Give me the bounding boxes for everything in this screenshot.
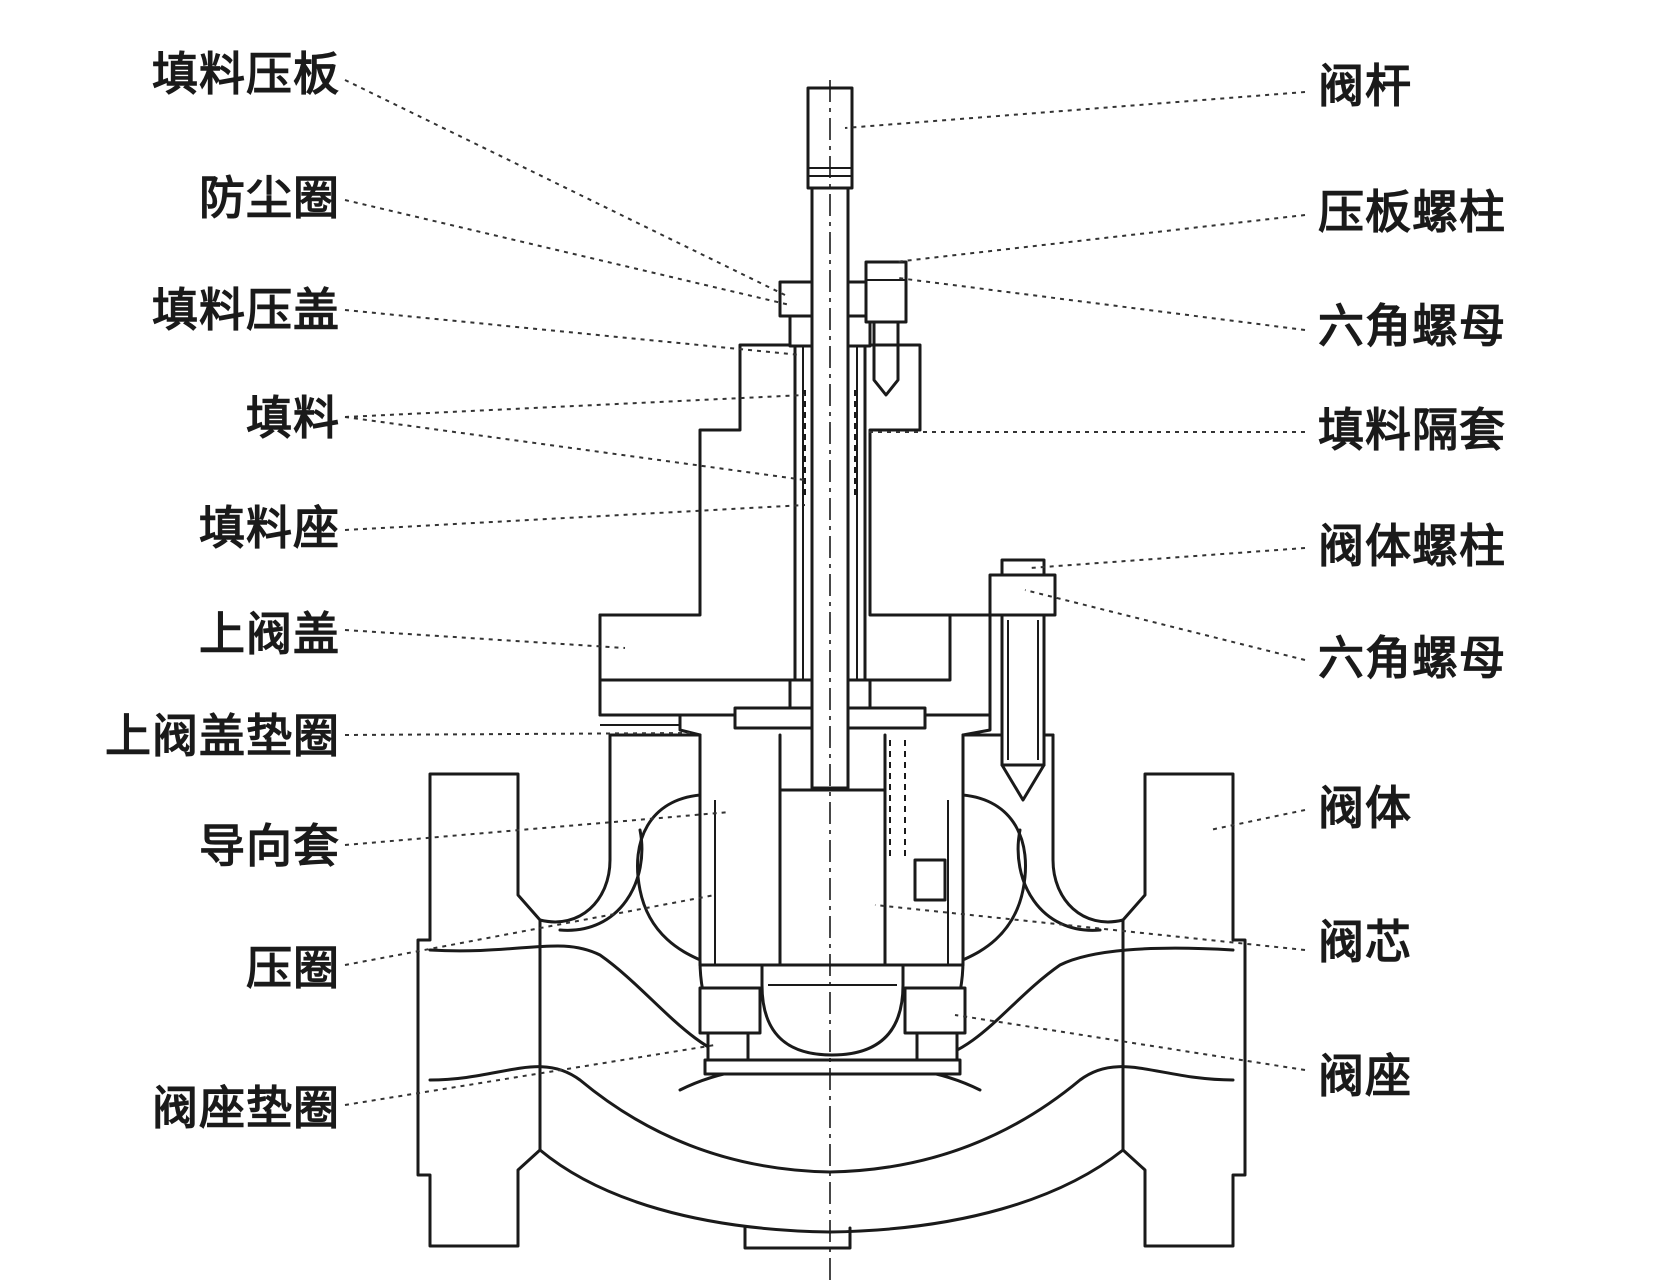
label-valve-body: 阀体 [1318, 781, 1412, 835]
label-seat-gasket: 阀座垫圈 [152, 1081, 340, 1135]
label-dust-ring: 防尘圈 [199, 171, 340, 225]
label-valve-seat: 阀座 [1318, 1049, 1412, 1103]
label-packing-spacer: 填料隔套 [1318, 403, 1506, 457]
label-gland-stud: 压板螺柱 [1318, 185, 1506, 239]
label-hex-nut-lower: 六角螺母 [1318, 631, 1506, 685]
upper-bonnet-shape [598, 343, 992, 737]
seat-parts-shape [698, 986, 967, 1076]
left-leaders [344, 79, 806, 1106]
label-hex-nut-upper: 六角螺母 [1318, 299, 1506, 353]
label-bonnet-gasket: 上阀盖垫圈 [105, 709, 340, 763]
valve-plug-shape [760, 788, 905, 1057]
label-packing-gland-plate: 填料压板 [152, 47, 340, 101]
body-stud-shape [988, 558, 1057, 802]
label-upper-bonnet: 上阀盖 [199, 607, 340, 661]
right-leaders [844, 91, 1306, 1071]
label-body-stud: 阀体螺柱 [1318, 519, 1506, 573]
label-valve-stem: 阀杆 [1318, 59, 1412, 113]
label-packing-seat: 填料座 [199, 501, 340, 555]
label-valve-plug: 阀芯 [1318, 915, 1412, 969]
label-packing: 填料 [246, 391, 340, 445]
label-guide-sleeve: 导向套 [199, 819, 340, 873]
label-pressure-ring: 压圈 [246, 941, 340, 995]
label-packing-gland: 填料压盖 [152, 283, 340, 337]
